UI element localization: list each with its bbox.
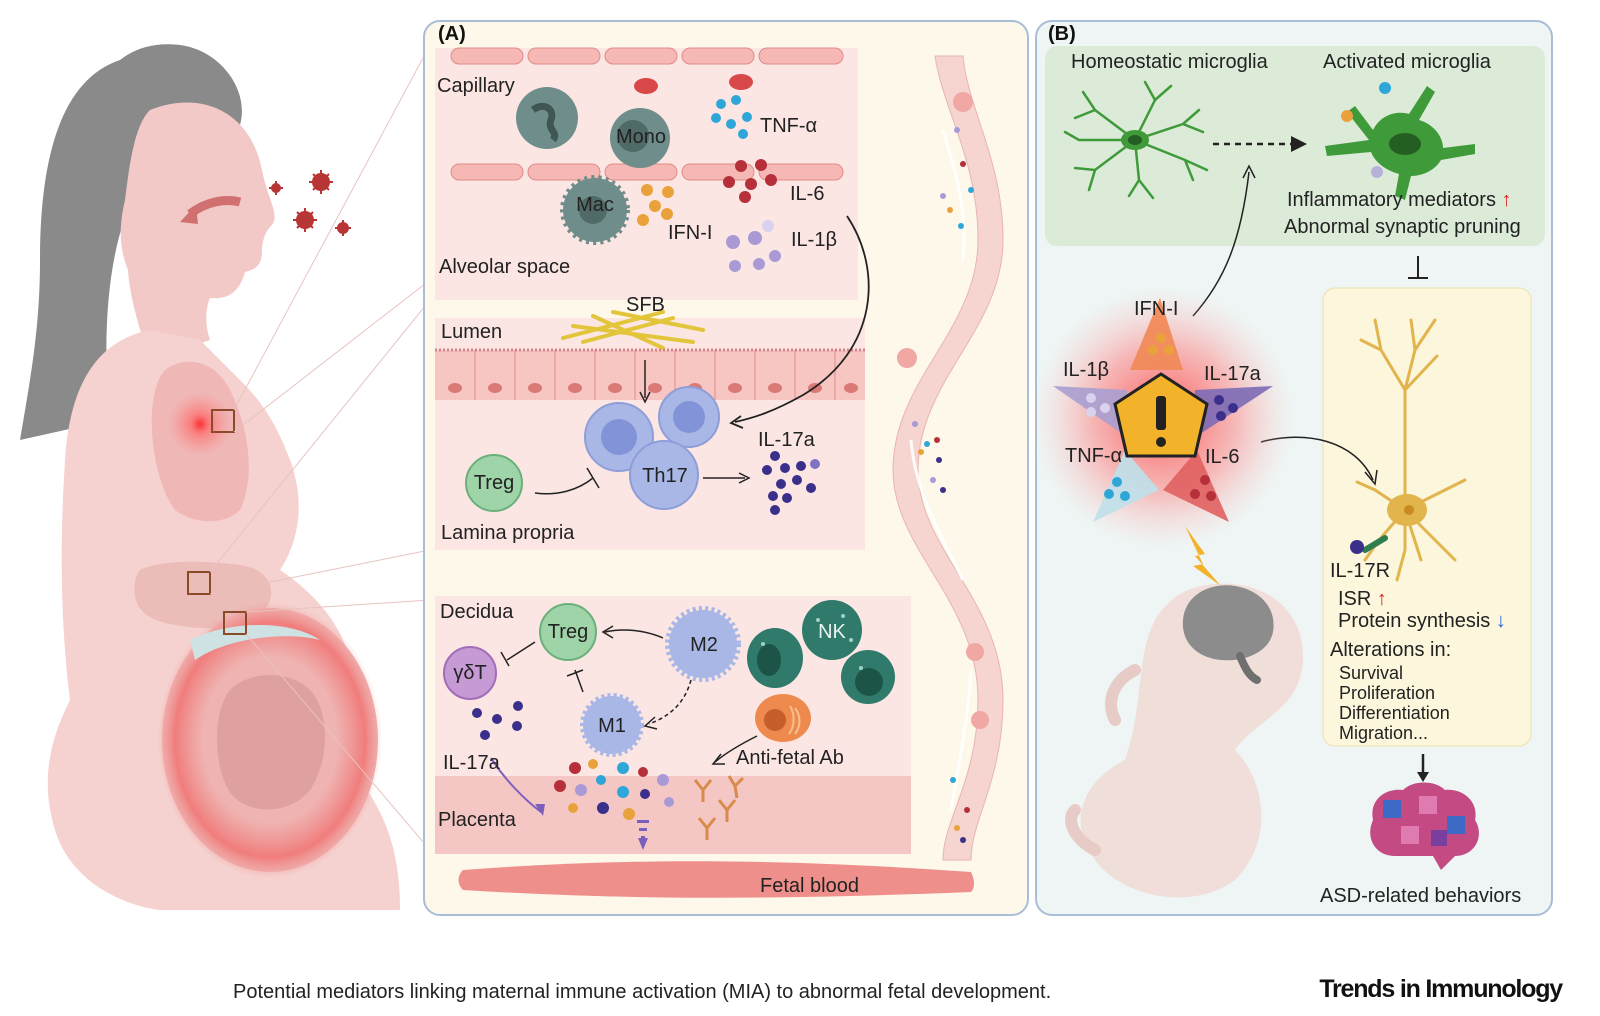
sfb-label: SFB	[626, 294, 665, 316]
placenta-crescent	[190, 625, 320, 660]
fetus-silhouette	[217, 675, 325, 810]
panel-b	[1035, 20, 1553, 916]
tnf-label: TNF-α	[760, 115, 818, 137]
m2-label: M2	[690, 634, 718, 656]
inflammatory-text: Inflammatory mediators	[1287, 189, 1496, 211]
panel-a	[423, 20, 1029, 916]
panel-b-title: (B)	[1048, 23, 1076, 45]
isr-text: ISR	[1338, 588, 1372, 610]
activated-label: Activated microglia	[1323, 51, 1491, 73]
homeostatic-label: Homeostatic microglia	[1071, 51, 1268, 73]
protein-text: Protein synthesis	[1338, 610, 1491, 632]
star-il1b-label: IL-1β	[1063, 359, 1109, 381]
m2-cell	[665, 606, 741, 682]
neuron	[1355, 318, 1467, 582]
isr-label: ISR ↑	[1338, 589, 1387, 609]
asd-brain	[1370, 782, 1479, 870]
il6-label: IL-6	[790, 183, 825, 205]
lightning-icon	[1185, 526, 1221, 586]
fetal-blood-label: Fetal blood	[760, 875, 859, 897]
treg-gut-cell	[465, 454, 523, 512]
star-il17a-label: IL-17a	[1204, 363, 1261, 385]
epithelium	[435, 348, 865, 400]
il1b-label: IL-1β	[791, 229, 837, 251]
alteration-item: Differentiation	[1339, 703, 1450, 723]
fetal-blood-vessel	[458, 861, 974, 898]
placenta-box	[223, 611, 247, 635]
star-tnf-label: TNF-α	[1065, 445, 1123, 467]
alteration-item: Survival	[1339, 663, 1404, 683]
th17-label: Th17	[642, 465, 688, 487]
nk-label: NK	[818, 621, 846, 643]
figure-caption: Potential mediators linking maternal imm…	[233, 981, 1052, 1003]
mac-label: Mac	[576, 194, 614, 216]
mono-label: Mono	[615, 126, 667, 148]
lung-box	[211, 409, 235, 433]
inflammatory-label: Inflammatory mediators ↑	[1287, 190, 1512, 210]
fetus	[1065, 583, 1304, 898]
alterations-label: Alterations in:	[1330, 639, 1452, 661]
m1-cell	[580, 693, 644, 757]
sfb-filaments	[561, 310, 705, 350]
alteration-item: Proliferation	[1339, 683, 1436, 703]
nk-cells	[747, 600, 895, 704]
up-arrow-icon: ↑	[1501, 189, 1512, 211]
fetal-brain	[1182, 585, 1274, 661]
alteration-item: Migration...	[1339, 723, 1429, 743]
hair	[20, 44, 242, 440]
m1-label: M1	[598, 715, 626, 737]
gdt-cell	[443, 646, 497, 700]
il17a-gut-label: IL-17a	[758, 429, 815, 451]
il17r-label: IL-17R	[1330, 560, 1391, 582]
homeostatic-microglia	[1063, 80, 1209, 200]
antibodies	[693, 775, 745, 840]
il17a-decidua-label: IL-17a	[443, 752, 500, 774]
neuron-box	[1322, 287, 1532, 747]
star-il6-label: IL-6	[1205, 446, 1240, 468]
ifn-label: IFN-I	[668, 222, 713, 244]
endothelium-top	[450, 47, 844, 65]
lamina-propria-label: Lamina propria	[441, 522, 575, 544]
alveolar-space-label: Alveolar space	[439, 256, 571, 278]
placenta-label: Placenta	[438, 809, 516, 831]
asd-label: ASD-related behaviors	[1320, 885, 1522, 907]
endothelium-bottom	[450, 163, 844, 181]
pruning-label: Abnormal synaptic pruning	[1284, 216, 1521, 238]
head	[120, 102, 275, 360]
treg-gut-label: Treg	[473, 472, 515, 494]
mother-illustration	[20, 44, 430, 910]
gut-box	[187, 571, 211, 595]
down-arrow-icon: ↓	[1495, 610, 1506, 632]
treg-decidua-cell	[539, 603, 597, 661]
protein-label: Protein synthesis ↓	[1338, 611, 1506, 631]
anti-fetal-ab-label: Anti-fetal Ab	[736, 747, 844, 769]
treg-decidua-label: Treg	[547, 621, 589, 643]
neutrophil-cell	[516, 87, 578, 149]
lumen-label: Lumen	[441, 321, 503, 343]
decidua-label: Decidua	[440, 601, 514, 623]
panel-a-title: (A)	[438, 23, 466, 45]
journal-logo: Trends in Immunology	[1319, 975, 1563, 1003]
capillary-label: Capillary	[437, 75, 515, 97]
gdt-label: γδT	[453, 662, 487, 684]
up-arrow-icon: ↑	[1376, 588, 1387, 610]
star-ifn-label: IFN-I	[1134, 298, 1179, 320]
